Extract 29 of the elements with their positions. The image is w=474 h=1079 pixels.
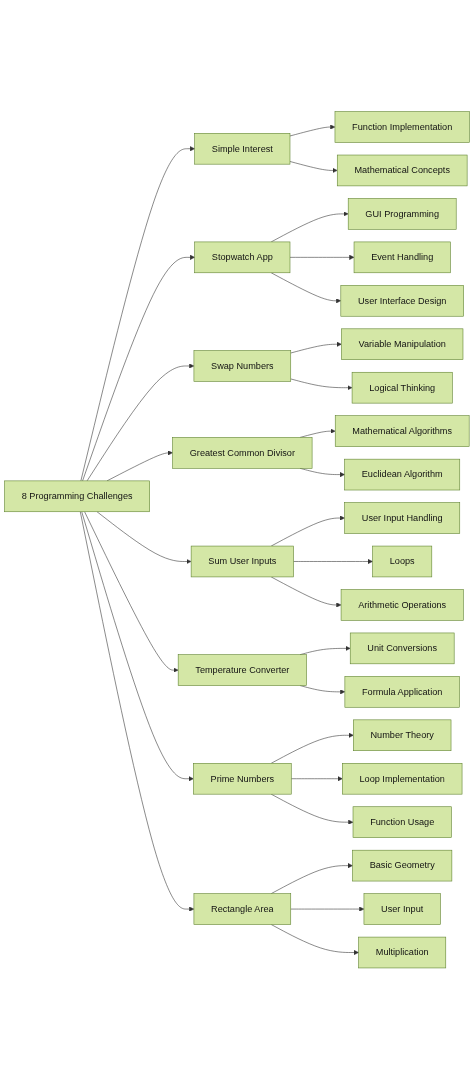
node-box: Unit Conversions — [349, 632, 455, 664]
node-box: Arithmetic Operations — [340, 588, 464, 621]
node-box: Number Theory — [353, 719, 452, 751]
node-box: GUI Programming — [347, 197, 457, 230]
node-box: Sum User Inputs — [190, 545, 294, 577]
node-box: Basic Geometry — [352, 849, 453, 882]
node-box: Logical Thinking — [351, 371, 453, 404]
node-box: Multiplication — [358, 936, 447, 968]
node-box: Greatest Common Divisor — [172, 436, 313, 469]
node-box: User Input — [363, 893, 441, 925]
node-box: Loops — [372, 545, 433, 577]
node-box: Event Handling — [353, 241, 451, 273]
node-box: User Input Handling — [344, 502, 461, 534]
node-box: Euclidean Algorithm — [344, 458, 461, 491]
node-box: 8 Programming Challenges — [4, 480, 150, 512]
node-box: Swap Numbers — [193, 350, 292, 382]
node-box: Simple Interest — [194, 132, 291, 165]
node-box: Stopwatch App — [194, 241, 291, 273]
node-box: Formula Application — [344, 675, 460, 708]
node-box: Rectangle Area — [193, 893, 292, 925]
node-box: Mathematical Concepts — [336, 154, 468, 186]
node-box: Variable Manipulation — [341, 328, 464, 360]
node-box: Loop Implementation — [342, 762, 463, 795]
node-box: Temperature Converter — [177, 654, 307, 686]
node-box: Function Implementation — [334, 111, 470, 143]
node-box: Prime Numbers — [193, 762, 292, 795]
node-box: Function Usage — [352, 806, 452, 838]
node-box: User Interface Design — [340, 284, 464, 317]
node-box: Mathematical Algorithms — [334, 415, 470, 447]
